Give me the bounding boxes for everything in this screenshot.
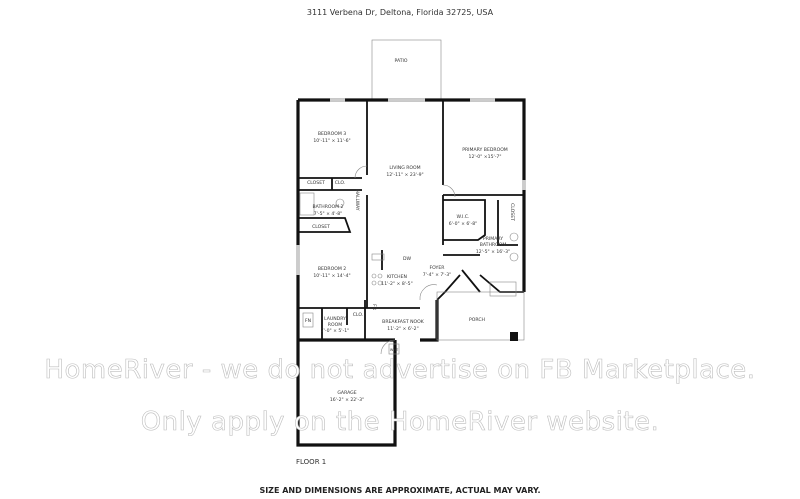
wic-label: W.I.C. [457,214,470,220]
laundry-dims: 7'-0" × 5'-1" [321,328,350,334]
porch-outline [436,291,525,341]
room-labels: PATIO BEDROOM 3 10'-11" × 11'-6" LIVING … [305,58,515,403]
door-swings [354,165,456,355]
clo-label: CLO. [335,180,346,186]
foyer-label: FOYER [430,265,446,271]
wic-dims: 6'-0" × 6'-8" [449,221,478,227]
primary-bed-label: PRIMARY BEDROOM [462,147,508,153]
watermark-line1: HomeRiver - we do not advertise on FB Ma… [44,355,756,385]
bedroom3-label: BEDROOM 3 [318,131,346,137]
kitchen-label: KITCHEN [387,274,407,280]
foyer-dims: 7'-4" × 7'-3" [423,272,452,278]
closet2-label: CLOSET [312,224,330,230]
closet3-label: CLOSET [509,203,515,221]
living-label: LIVING ROOM [389,165,420,171]
kitchen-dims: 11'-2" × 8'-5" [381,281,412,287]
nook-dims: 11'-2" × 6'-2" [387,326,418,332]
laundry-label2: ROOM [328,322,342,328]
garage-label: GARAGE [337,390,356,396]
porch-column [510,332,518,341]
closet-label: CLOSET [307,180,325,186]
patio-outline [371,39,442,101]
exterior-walls [296,98,526,447]
disclaimer: SIZE AND DIMENSIONS ARE APPROXIMATE, ACT… [259,486,541,495]
water-heater-label: WHT [390,348,399,352]
primary-bath-dims: 12'-5" × 16'-3" [476,249,510,255]
bedroom2-label: BEDROOM 2 [318,266,346,272]
fixtures [299,192,519,355]
fn-label: FN [305,318,311,324]
primary-bed-dims: 12'-0" ×15'-7" [469,154,502,160]
bedroom2-dims: 10'-11" × 14'-4" [313,273,350,279]
primary-bath-label2: BATHROOM [480,242,507,248]
bedroom3-dims: 10'-11" × 11'-6" [313,138,350,144]
dw-label: DW [403,256,412,262]
laundry-label1: LAUNDRY [324,316,346,322]
porch-label: PORCH [469,317,485,323]
clo2-label: CLO. [353,312,364,318]
primary-bath-label1: PRIMARY [483,236,503,242]
windows [296,98,526,275]
address-title: 3111 Verbena Dr, Deltona, Florida 32725,… [306,8,494,17]
garage-dims: 16'-2" × 22'-3" [330,397,364,403]
hallway-label: HALLWAY [354,189,360,210]
bathroom2-label: BATHROOM 2 [313,204,344,210]
fr-label: FR [371,304,377,311]
watermark-line2: Only apply on the HomeRiver website. [140,407,660,437]
patio-label: PATIO [394,58,407,64]
living-dims: 12'-11" × 23'-9" [386,172,423,178]
nook-label: BREAKFAST NOOK [382,319,425,325]
floor-label: FLOOR 1 [296,458,327,466]
bathroom2-dims: 7'-5" × 4'-8" [314,211,343,217]
